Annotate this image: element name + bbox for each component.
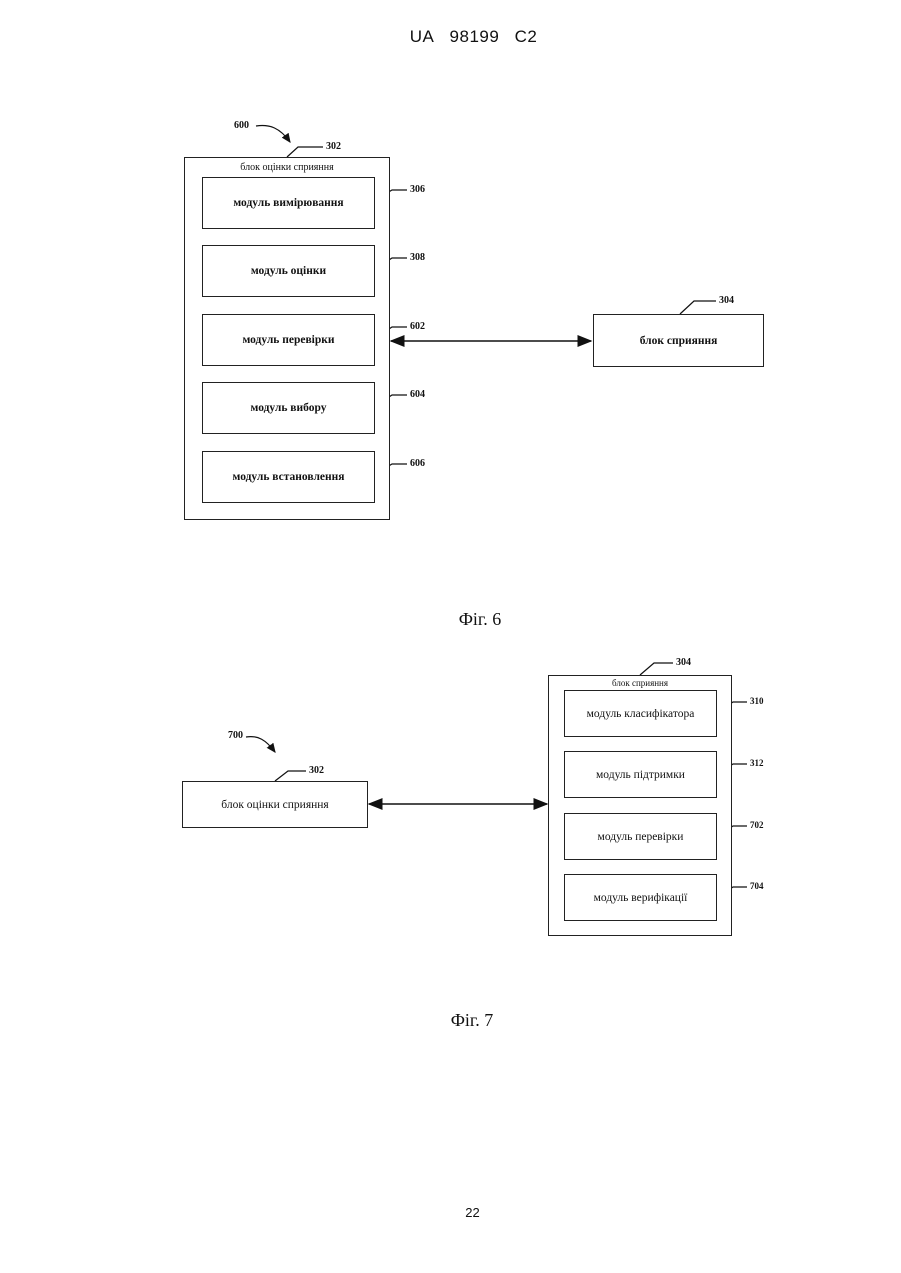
fig7-ref-700: 700 [228, 730, 243, 741]
fig7-module-support: модуль підтримки [564, 751, 717, 798]
fig6-facilitation-block: блок сприяння [593, 314, 764, 367]
fig6-caption: Фіг. 6 [380, 609, 580, 630]
fig6-module-verification: модуль перевірки [202, 314, 375, 366]
fig6-ref-604: 604 [410, 389, 425, 400]
fig6-leader-302 [287, 147, 323, 157]
fig6-ref-304: 304 [719, 295, 734, 306]
fig6-ref-600: 600 [234, 120, 249, 131]
fig6-ref-606: 606 [410, 458, 425, 469]
fig7-ref-302: 302 [309, 765, 324, 776]
fig6-module-selection: модуль вибору [202, 382, 375, 434]
fig6-module-measurement: модуль вимірювання [202, 177, 375, 229]
fig6-ref-308: 308 [410, 252, 425, 263]
fig7-leader-302 [275, 771, 306, 781]
fig7-ref-304: 304 [676, 657, 691, 668]
fig7-leader-304 [640, 663, 673, 675]
fig7-module-validation: модуль верифікації [564, 874, 717, 921]
fig6-ref-306: 306 [410, 184, 425, 195]
fig7-ref-700-arrow [246, 737, 275, 752]
page-number: 22 [0, 1205, 901, 1220]
fig7-module-classifier: модуль класифікатора [564, 690, 717, 737]
fig7-ref-312: 312 [750, 758, 764, 768]
fig6-container-title: блок оцінки сприяння [185, 162, 389, 173]
fig7-ref-310: 310 [750, 696, 764, 706]
fig6-ref-602: 602 [410, 321, 425, 332]
fig6-module-evaluation: модуль оцінки [202, 245, 375, 297]
fig7-caption: Фіг. 7 [372, 1010, 572, 1031]
fig6-ref-302: 302 [326, 141, 341, 152]
fig6-ref-600-arrow [256, 126, 290, 142]
fig7-ref-704: 704 [750, 881, 764, 891]
fig7-assessment-block: блок оцінки сприяння [182, 781, 368, 828]
fig7-module-verification: модуль перевірки [564, 813, 717, 860]
fig6-module-setting: модуль встановлення [202, 451, 375, 503]
fig7-ref-702: 702 [750, 820, 764, 830]
fig7-container-title: блок сприяння [549, 678, 731, 688]
fig6-leader-304 [680, 301, 716, 314]
